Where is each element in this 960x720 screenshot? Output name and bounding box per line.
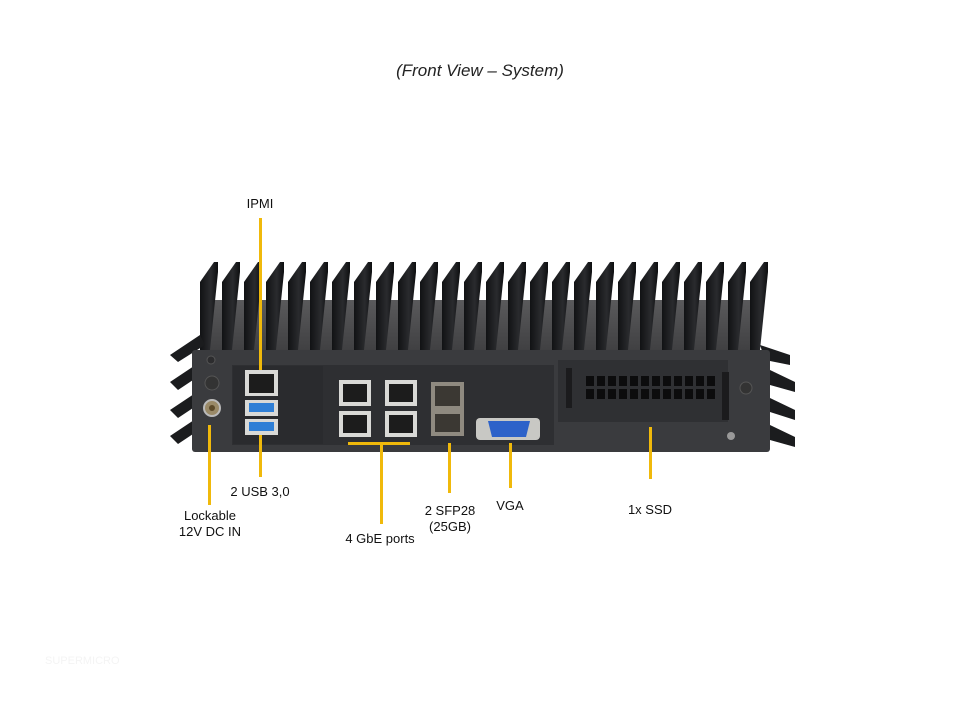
dc-in-label: Lockable 12V DC IN bbox=[160, 508, 260, 540]
ssd-label: 1x SSD bbox=[627, 502, 673, 517]
heatsink-fin bbox=[222, 262, 240, 350]
gbe-label: 4 GbE ports bbox=[345, 531, 415, 546]
figure-title: (Front View – System) bbox=[396, 61, 564, 80]
heatsink-fin bbox=[398, 262, 416, 350]
grille-slot bbox=[685, 389, 693, 399]
heatsink-fin bbox=[684, 262, 702, 350]
grille-slot bbox=[674, 376, 682, 386]
heatsink-fin bbox=[596, 262, 614, 350]
heatsink-fin bbox=[310, 262, 328, 350]
watermark: SUPERMICRO bbox=[45, 655, 120, 667]
heatsink-fin bbox=[288, 262, 306, 350]
grille-slot bbox=[663, 389, 671, 399]
heatsink-fin bbox=[640, 262, 658, 350]
heatsink-fin bbox=[266, 262, 284, 350]
dc-in-label-line2: 12V DC IN bbox=[178, 524, 242, 539]
sfp28-cages bbox=[431, 382, 464, 436]
grille-slot bbox=[663, 376, 671, 386]
vga-port bbox=[476, 418, 540, 440]
heatsink-fin bbox=[200, 262, 218, 350]
grille-slot bbox=[685, 376, 693, 386]
heatsink-fin bbox=[464, 262, 482, 350]
grille-slot bbox=[597, 376, 605, 386]
grille-slot bbox=[619, 389, 627, 399]
sfp-label: 2 SFP28 (25GB) bbox=[410, 503, 490, 535]
grille-slot bbox=[597, 389, 605, 399]
grille-slot bbox=[707, 389, 715, 399]
heatsink-fin bbox=[662, 262, 680, 350]
side-fins-right bbox=[760, 345, 795, 447]
heatsink-fin bbox=[442, 262, 460, 350]
heatsink-fin bbox=[420, 262, 438, 350]
grille-slot bbox=[608, 389, 616, 399]
heatsink-fin bbox=[706, 262, 724, 350]
grille-slot bbox=[608, 376, 616, 386]
heatsink-fin bbox=[486, 262, 504, 350]
gbe-leader bbox=[380, 442, 383, 524]
sfp-leader bbox=[448, 443, 451, 493]
grille-slot bbox=[586, 376, 594, 386]
grille-slot bbox=[641, 376, 649, 386]
heatsink-fin bbox=[728, 262, 746, 350]
heatsink-fin bbox=[530, 262, 548, 350]
heatsink-fin bbox=[750, 262, 768, 350]
grille-slot bbox=[586, 389, 594, 399]
usb-ports bbox=[245, 400, 278, 435]
heatsink-fin bbox=[574, 262, 592, 350]
ipmi-leader bbox=[259, 218, 262, 370]
sfp-label-line2: (25GB) bbox=[429, 519, 471, 534]
ipmi-port bbox=[245, 370, 278, 396]
vga-label: VGA bbox=[496, 498, 524, 513]
heatsink-fin bbox=[552, 262, 570, 350]
gbe-bracket bbox=[348, 442, 410, 445]
grille-slot bbox=[696, 376, 704, 386]
heatsink bbox=[200, 262, 768, 360]
dc-in-leader bbox=[208, 425, 211, 505]
gbe-ports bbox=[339, 380, 417, 437]
grille-slot bbox=[707, 376, 715, 386]
grille-slot bbox=[674, 389, 682, 399]
vga-leader bbox=[509, 443, 512, 488]
ssd-tray-grille bbox=[586, 376, 715, 399]
dc-in-label-line1: Lockable bbox=[183, 508, 237, 523]
heatsink-fin bbox=[354, 262, 372, 350]
heatsink-fin bbox=[618, 262, 636, 350]
grille-slot bbox=[619, 376, 627, 386]
grille-slot bbox=[641, 389, 649, 399]
grille-slot bbox=[696, 389, 704, 399]
grille-slot bbox=[652, 389, 660, 399]
ipmi-label: IPMI bbox=[246, 196, 274, 211]
usb-label: 2 USB 3,0 bbox=[230, 484, 290, 499]
sfp-label-line1: 2 SFP28 bbox=[424, 503, 476, 518]
heatsink-fin bbox=[332, 262, 350, 350]
heatsink-fin bbox=[508, 262, 526, 350]
heatsink-fin bbox=[244, 262, 262, 350]
grille-slot bbox=[630, 376, 638, 386]
usb-leader bbox=[259, 435, 262, 477]
grille-slot bbox=[652, 376, 660, 386]
heatsink-fin bbox=[376, 262, 394, 350]
ssd-leader bbox=[649, 427, 652, 479]
grille-slot bbox=[630, 389, 638, 399]
